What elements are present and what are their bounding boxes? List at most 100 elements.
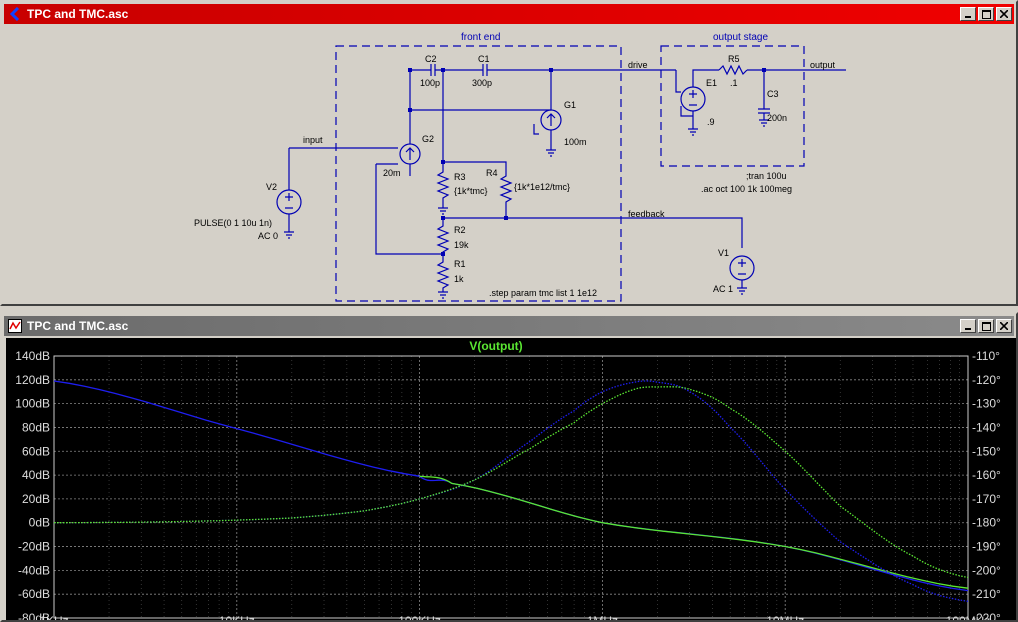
r5-symbol bbox=[718, 64, 748, 76]
label-v2: V2 bbox=[266, 182, 277, 192]
bode-plot[interactable]: 1KHz10KHz100KHz1MHz10MHz100MHz140dB120dB… bbox=[6, 338, 1016, 620]
y-left-tick-label: -40dB bbox=[18, 563, 50, 577]
minimize-button[interactable] bbox=[960, 7, 976, 21]
close-button[interactable] bbox=[996, 7, 1012, 21]
plot-canvas[interactable]: 1KHz10KHz100KHz1MHz10MHz100MHz140dB120dB… bbox=[6, 338, 1016, 620]
x-tick-label: 10MHz bbox=[766, 614, 804, 620]
directive-step: .step param tmc list 1 1e12 bbox=[489, 288, 597, 298]
y-right-tick-label: -160° bbox=[972, 468, 1001, 482]
y-right-tick-label: -120° bbox=[972, 373, 1001, 387]
y-right-tick-label: -210° bbox=[972, 587, 1001, 601]
label-output-stage: output stage bbox=[713, 32, 768, 43]
y-right-tick-label: -130° bbox=[972, 397, 1001, 411]
label-r1-value: 1k bbox=[454, 274, 464, 284]
label-g2-value: 20m bbox=[383, 168, 401, 178]
schematic-app-icon bbox=[7, 6, 23, 22]
maximize-icon bbox=[981, 9, 991, 19]
label-r5-value: .1 bbox=[730, 78, 738, 88]
label-e1-value: .9 bbox=[707, 117, 715, 127]
maximize-button[interactable] bbox=[978, 7, 994, 21]
plot-frame bbox=[53, 355, 969, 619]
plot-title: TPC and TMC.asc bbox=[27, 319, 129, 333]
y-left-tick-label: 100dB bbox=[15, 397, 50, 411]
plot-titlebar[interactable]: TPC and TMC.asc bbox=[4, 316, 1014, 336]
y-right-tick-label: -200° bbox=[972, 563, 1001, 577]
label-g1: G1 bbox=[564, 100, 576, 110]
y-right-tick-label: -150° bbox=[972, 444, 1001, 458]
r3-ground-icon bbox=[438, 207, 448, 215]
label-c1: C1 bbox=[478, 54, 490, 64]
maximize-icon bbox=[981, 321, 991, 331]
trace-series-2 bbox=[54, 380, 969, 602]
label-r4-value: {1k*1e12/tmc} bbox=[514, 182, 570, 192]
y-left-tick-label: -80dB bbox=[18, 611, 50, 620]
g1-ground-icon bbox=[546, 130, 556, 157]
label-r4: R4 bbox=[486, 168, 498, 178]
v2-polarity-icon bbox=[285, 193, 293, 209]
label-c3: C3 bbox=[767, 89, 779, 99]
directive-ac: .ac oct 100 1k 100meg bbox=[701, 184, 792, 194]
plot-close-button[interactable] bbox=[996, 319, 1012, 333]
g1-arrow-icon bbox=[546, 113, 556, 126]
v2-ground-icon bbox=[284, 214, 294, 239]
trace-series-0 bbox=[53, 380, 969, 592]
label-output: output bbox=[810, 60, 836, 70]
wire-input bbox=[288, 147, 398, 190]
y-left-tick-label: 80dB bbox=[22, 420, 50, 434]
plot-minimize-button[interactable] bbox=[960, 319, 976, 333]
y-right-tick-label: -170° bbox=[972, 492, 1001, 506]
trace-series-1 bbox=[419, 475, 969, 589]
label-g2: G2 bbox=[422, 134, 434, 144]
wire-feedback bbox=[443, 217, 743, 248]
front-end-box bbox=[335, 45, 622, 302]
c1-plates bbox=[482, 64, 488, 76]
trace-label[interactable]: V(output) bbox=[469, 339, 522, 353]
y-left-tick-label: 20dB bbox=[22, 492, 50, 506]
label-e1: E1 bbox=[706, 78, 717, 88]
c3-symbol bbox=[758, 70, 770, 120]
plot-maximize-button[interactable] bbox=[978, 319, 994, 333]
y-left-tick-label: 0dB bbox=[29, 516, 50, 530]
label-r3-value: {1k*tmc} bbox=[454, 186, 488, 196]
wire-e1-r5 bbox=[692, 69, 719, 87]
wire-r4-top bbox=[443, 161, 507, 170]
r4-symbol bbox=[499, 170, 513, 218]
label-v2-ac: AC 0 bbox=[258, 231, 278, 241]
e1-ground-icon bbox=[688, 126, 698, 136]
label-v2-value: PULSE(0 1 10u 1n) bbox=[194, 218, 272, 228]
minimize-icon bbox=[965, 328, 971, 330]
schematic-drawing[interactable]: front end output stage C2 100p C1 300p d… bbox=[6, 26, 1016, 304]
y-right-tick-label: -180° bbox=[972, 516, 1001, 530]
v1-polarity-icon bbox=[738, 259, 746, 275]
label-r3: R3 bbox=[454, 172, 466, 182]
waveform-app-icon bbox=[7, 318, 23, 334]
r1-ground-icon bbox=[438, 291, 448, 299]
label-g1-value: 100m bbox=[564, 137, 587, 147]
schematic-titlebar[interactable]: TPC and TMC.asc bbox=[4, 4, 1014, 24]
schematic-title: TPC and TMC.asc bbox=[27, 7, 129, 21]
y-right-tick-label: -220° bbox=[972, 611, 1001, 620]
x-tick-label: 10KHz bbox=[219, 614, 255, 620]
e1-polarity-icon bbox=[689, 90, 697, 106]
label-r5: R5 bbox=[728, 54, 740, 64]
wire-g2-plus bbox=[375, 164, 443, 255]
label-input: input bbox=[303, 135, 323, 145]
close-icon bbox=[1000, 10, 1008, 18]
schematic-canvas[interactable]: front end output stage C2 100p C1 300p d… bbox=[6, 26, 1012, 302]
wire-drive-e1 bbox=[675, 70, 681, 93]
y-left-tick-label: 140dB bbox=[15, 349, 50, 363]
e1-control bbox=[680, 106, 694, 126]
y-right-tick-label: -140° bbox=[972, 420, 1001, 434]
c3-ground-icon bbox=[759, 119, 769, 127]
r1-symbol bbox=[436, 254, 450, 292]
label-c2-value: 100p bbox=[420, 78, 440, 88]
label-feedback: feedback bbox=[628, 209, 665, 219]
y-right-tick-label: -110° bbox=[972, 349, 1000, 363]
y-left-tick-label: 60dB bbox=[22, 444, 50, 458]
label-c2: C2 bbox=[425, 54, 437, 64]
output-stage-box bbox=[660, 45, 805, 167]
y-left-tick-label: 40dB bbox=[22, 468, 50, 482]
minimize-icon bbox=[965, 16, 971, 18]
close-icon bbox=[1000, 322, 1008, 330]
c2-plates bbox=[430, 64, 436, 76]
